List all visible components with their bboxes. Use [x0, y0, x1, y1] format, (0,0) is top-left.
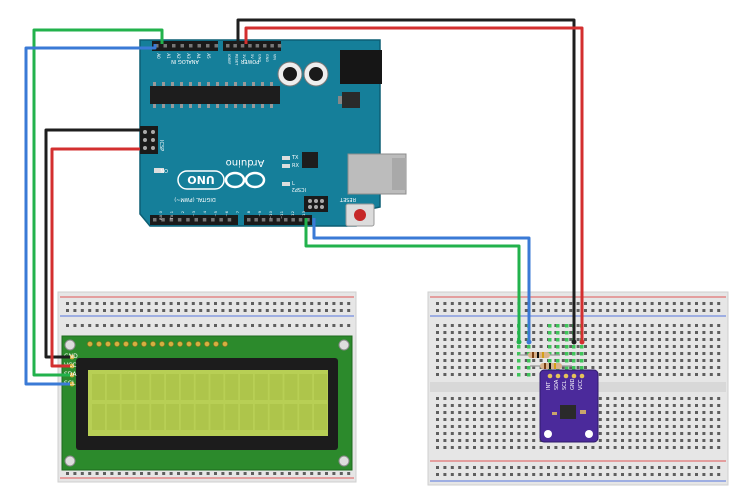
digital-pin-label: 7 — [235, 210, 240, 213]
usb-chip — [302, 152, 318, 168]
power-pin-label: 3V3 — [242, 54, 246, 61]
voltage-regulator — [342, 92, 360, 108]
digital-pin-label: ~10 — [268, 210, 273, 219]
digital-pin-label: TX 1 — [169, 210, 174, 220]
arduino-logo: UNO Arduino — [177, 157, 266, 190]
icsp2-label: ICSP2 — [292, 186, 306, 192]
led-l — [282, 182, 290, 186]
mount-hole — [585, 430, 593, 438]
power-pin-label: RESET — [235, 54, 239, 66]
digital-pin-label: 12 — [290, 210, 295, 215]
module-pin-scl: SCL — [562, 380, 568, 390]
digital-pin-label: ~9 — [257, 210, 262, 216]
digital-pin-label: 13 — [301, 210, 306, 215]
module-pin-vcc: VCC — [578, 379, 584, 390]
digital-pin-label: RX 0 — [158, 210, 163, 219]
analog-pin-label: A4 — [196, 53, 201, 59]
sensor-module: VCC GND SCL SDA INT — [539, 369, 599, 443]
sensor-chip — [560, 405, 576, 419]
mount-hole — [338, 339, 350, 351]
analog-pin-label: A0 — [156, 53, 161, 59]
wire-lcd-vcc — [50, 147, 140, 368]
wire-lcd-gnd — [44, 128, 140, 359]
power-pin-label: IOREF — [227, 54, 231, 64]
power-pin-label: GND — [265, 54, 269, 62]
module-pin-gnd: GND — [570, 378, 576, 390]
digital-pin-label: 8 — [246, 210, 251, 213]
header-holes — [153, 44, 310, 222]
analog-pin-label: A1 — [166, 53, 171, 59]
lcd-character-grid — [92, 374, 327, 430]
analog-in-label: ANALOG IN — [171, 58, 199, 64]
digital-pin-label: 2 — [180, 210, 185, 213]
digital-pin-label: ~3 — [191, 210, 196, 216]
analog-pin-label: A2 — [176, 53, 181, 59]
wire-ends — [516, 339, 585, 345]
wires — [24, 18, 584, 386]
lcd-header-pins — [69, 341, 228, 387]
led-l-label: L — [292, 181, 295, 187]
wire-sensor-sda — [304, 218, 521, 342]
module-pin-sda: SDA — [554, 379, 560, 390]
digital-label: DIGITAL (PWM~) — [174, 196, 216, 202]
mount-hole — [64, 455, 76, 467]
power-label: POWER — [240, 58, 259, 64]
wire-lcd-sda — [32, 28, 164, 377]
led-rx-label: RX — [292, 163, 299, 169]
module-pin-int: INT — [546, 381, 552, 390]
analog-header — [152, 41, 218, 51]
atmega-chip — [150, 86, 280, 104]
power-pin-label: GND — [257, 54, 261, 62]
lcd-pin-gnd: GND — [64, 353, 78, 360]
led-tx — [282, 156, 290, 160]
breadboard-right-holes — [436, 302, 721, 476]
wire-sensor-gnd — [236, 18, 576, 342]
arduino-brand: Arduino — [226, 157, 265, 168]
led-rx — [282, 164, 290, 168]
lcd-pin-vcc: VCC — [64, 362, 76, 369]
power-pin-label: 5V — [250, 54, 254, 59]
icsp-header — [140, 126, 158, 154]
mount-hole — [64, 339, 76, 351]
icsp-label: ICSP — [158, 140, 164, 151]
wire-lcd-scl — [24, 44, 157, 386]
uno-label: UNO — [187, 173, 215, 186]
wire-sensor-scl — [312, 218, 531, 342]
wire-sensor-vcc — [244, 26, 584, 342]
lcd-module: GND VCC SDA SCL — [61, 335, 353, 471]
digital-pin-label: ~11 — [279, 210, 284, 219]
lcd-pin-sda: SDA — [64, 371, 77, 378]
power-pin-label: VIN — [273, 54, 277, 60]
mount-hole — [544, 430, 552, 438]
digital-pin-label: ~6 — [224, 210, 229, 216]
arduino-uno-board: ICSP ON TX RX L RESET ICSP2 UNO Ardu — [139, 39, 407, 227]
digital-pin-label: ~5 — [213, 210, 218, 216]
reset-label: RESET — [339, 196, 356, 202]
led-on — [154, 168, 164, 173]
led-tx-label: TX — [291, 155, 299, 161]
icsp2-header — [304, 196, 328, 212]
digital-header-low — [150, 215, 238, 225]
analog-pin-label: A3 — [186, 53, 191, 59]
led-on-label: ON — [160, 167, 168, 173]
mount-hole — [338, 455, 350, 467]
digital-pin-label: 4 — [202, 210, 207, 213]
resistors — [519, 352, 572, 369]
dc-jack — [340, 50, 382, 84]
power-header — [223, 41, 281, 51]
analog-pin-label: A5 — [206, 53, 211, 59]
